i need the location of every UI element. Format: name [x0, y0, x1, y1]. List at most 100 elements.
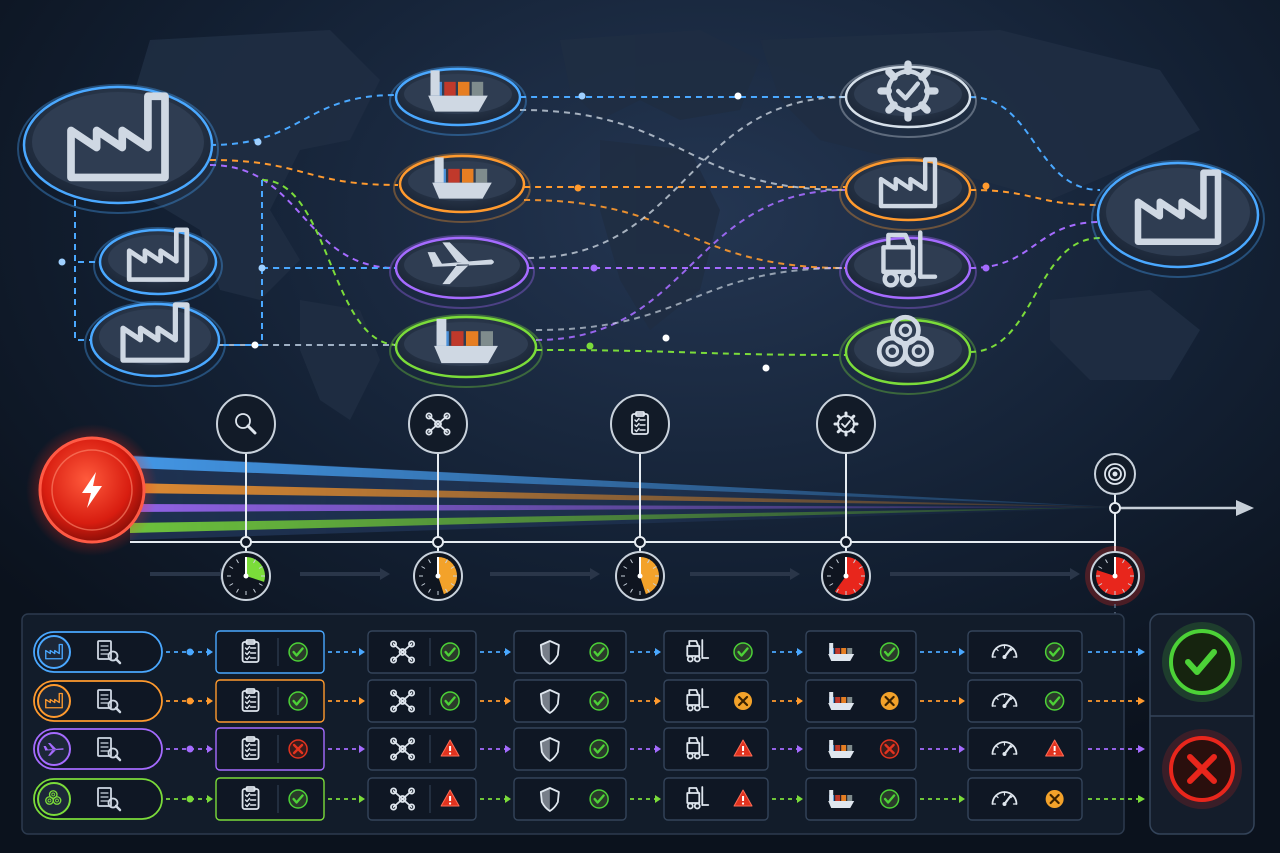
clipboard-checklist-icon — [241, 639, 260, 663]
steel-coils — [839, 314, 977, 395]
stage-cell — [215, 777, 325, 821]
status-icon-check — [879, 642, 900, 662]
cargo-ship-icon — [828, 790, 855, 808]
stage-cell — [513, 777, 627, 821]
status-icon-caution — [880, 692, 899, 710]
outcome-panel — [1149, 613, 1255, 835]
status-icon-caution — [1045, 790, 1064, 808]
disruption-alert — [26, 424, 158, 556]
stage-cell — [663, 777, 769, 821]
shield-icon — [539, 689, 560, 714]
milestone-timer — [221, 551, 271, 601]
route-waypoint-dot — [590, 264, 598, 272]
status-caution — [734, 692, 753, 710]
network-nodes — [17, 60, 1265, 395]
stage-cell — [215, 630, 325, 674]
route-waypoint-dot — [982, 182, 990, 190]
status-icon-check — [733, 642, 753, 662]
route-network — [58, 92, 1101, 372]
stage-cell — [805, 727, 917, 771]
status-icon-check — [288, 789, 308, 809]
stage-cell — [967, 630, 1083, 674]
timer-fill — [834, 557, 865, 595]
cargo-ship-icon — [828, 740, 855, 758]
container-ship-2 — [393, 153, 531, 223]
arrow-head — [1236, 500, 1254, 516]
steel-coils-icon — [876, 314, 934, 367]
stage-cell — [805, 679, 917, 723]
status-icon-check — [1044, 642, 1065, 662]
factory-icon — [45, 692, 63, 709]
stream-band — [130, 456, 1115, 507]
milestone — [216, 394, 276, 552]
plant-3 — [84, 301, 226, 387]
factory-icon — [67, 92, 169, 182]
stage-cell — [805, 777, 917, 821]
refinery-tanks-icon — [878, 157, 938, 209]
stage-cell — [967, 727, 1083, 771]
status-icon-check — [288, 642, 308, 662]
stage-cell — [967, 777, 1083, 821]
clipboard-checklist-icon — [241, 786, 260, 810]
status-check — [440, 642, 460, 662]
converging-streams — [130, 455, 1115, 540]
status-icon-check — [589, 691, 609, 711]
airplane-icon — [427, 242, 494, 285]
warehouse-icon — [1134, 169, 1222, 245]
status-fail — [288, 739, 308, 759]
network-nodes-icon — [390, 689, 416, 713]
stage-cell — [367, 679, 477, 723]
airplane-icon — [43, 743, 64, 756]
shield-icon — [539, 787, 560, 812]
final-timer — [1090, 551, 1140, 601]
lightning-bolt-icon — [82, 472, 102, 508]
forklift-icon — [686, 736, 710, 760]
crates-icon — [881, 230, 938, 288]
clipboard-checklist-icon — [631, 411, 649, 435]
status-icon-warning — [733, 739, 753, 757]
status-matrix — [21, 613, 1255, 835]
stage-cell — [663, 630, 769, 674]
airplane — [389, 235, 535, 309]
status-icon-warning — [1045, 739, 1065, 757]
main-plant — [17, 84, 219, 214]
stage-cell — [805, 630, 917, 674]
stage-cell — [663, 727, 769, 771]
status-check — [1044, 642, 1065, 662]
status-check — [589, 739, 609, 759]
stage-cell — [513, 630, 627, 674]
status-warning — [733, 789, 753, 807]
status-icon-check — [589, 642, 609, 662]
cargo-ship-icon — [828, 643, 855, 661]
factory-icon — [126, 227, 190, 282]
route-waypoint-dot — [734, 92, 742, 100]
route-waypoint-dot — [578, 92, 586, 100]
route-waypoint-dot — [251, 341, 259, 349]
cargo-ship-icon — [828, 692, 855, 710]
gauge-icon — [991, 644, 1018, 659]
forklift-icon — [686, 786, 710, 810]
status-warning — [733, 739, 753, 757]
timer-fill — [246, 557, 265, 582]
matrix-row — [33, 679, 1145, 723]
mining-crane-icon — [877, 60, 939, 122]
forklift-icon — [686, 639, 710, 663]
warehouse-crates — [839, 230, 977, 309]
world-map — [120, 30, 1200, 420]
document-search-icon — [97, 787, 122, 812]
route-cross-3 — [527, 96, 847, 259]
matrix-row — [33, 777, 1145, 821]
route-waypoint-dot — [762, 364, 770, 372]
container-ship-3 — [389, 314, 543, 388]
stage-cell — [513, 727, 627, 771]
gauge-icon — [991, 791, 1018, 806]
clipboard-checklist-icon — [241, 688, 260, 712]
route-cross-5 — [535, 267, 847, 331]
forklift-icon — [686, 688, 710, 712]
distribution-center — [1091, 160, 1265, 278]
status-icon-caution — [734, 692, 753, 710]
clipboard-checklist-icon — [241, 736, 260, 760]
status-caution — [1045, 790, 1064, 808]
status-icon-fail — [879, 739, 900, 759]
status-warning — [440, 739, 460, 757]
